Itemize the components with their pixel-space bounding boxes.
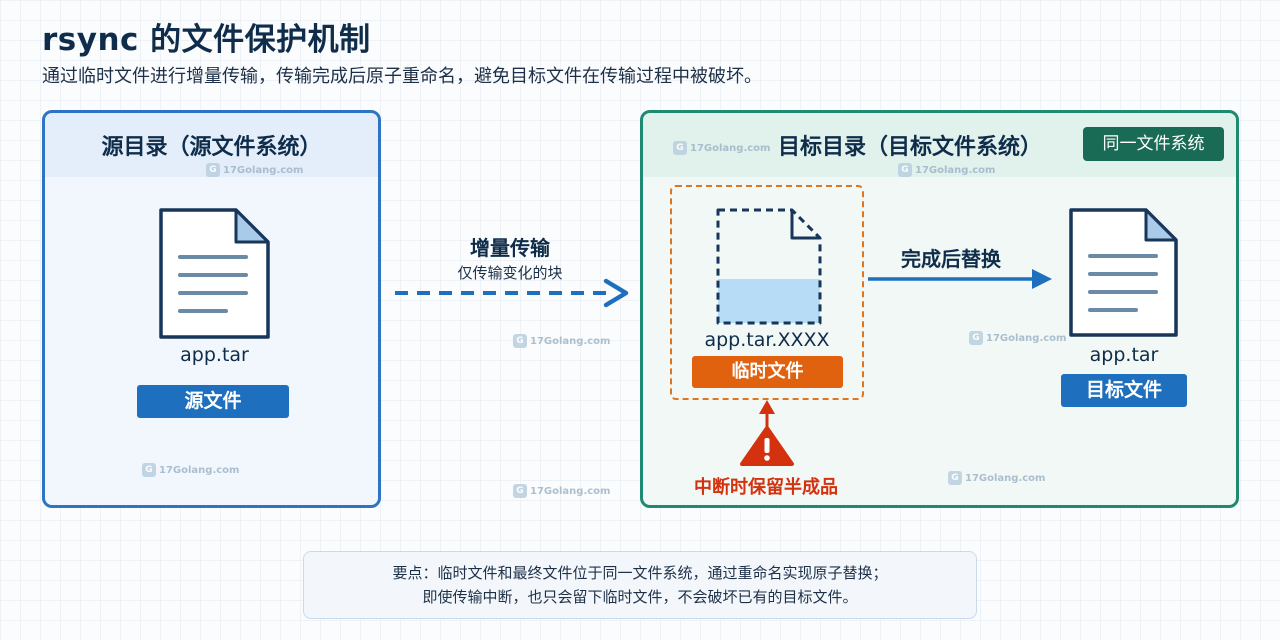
temp-file-name: app.tar.XXXX	[704, 329, 830, 351]
replace-arrow	[868, 269, 1052, 289]
warning-icon	[740, 426, 794, 466]
watermark-logo-icon: G	[898, 163, 912, 177]
watermark-logo-icon: G	[206, 163, 220, 177]
incremental-transfer-arrow	[395, 278, 629, 308]
interrupt-warning-label: 中断时保留半成品	[694, 477, 838, 498]
watermark-logo-icon: G	[969, 331, 983, 345]
target-panel-title: 目标目录（目标文件系统）	[778, 135, 1043, 160]
watermark-logo-icon: G	[513, 334, 527, 348]
watermark-logo-icon: G	[948, 471, 962, 485]
watermark-logo-icon: G	[673, 141, 687, 155]
temp-file-icon	[716, 208, 822, 325]
incremental-transfer-label: 增量传输	[470, 236, 550, 260]
warning-pointer-arrow	[759, 400, 775, 428]
temp-file-box	[670, 185, 864, 400]
source-file-name: app.tar	[180, 344, 249, 366]
note-line-1: 要点：临时文件和最终文件位于同一文件系统，通过重命名实现原子替换；	[392, 564, 888, 582]
page-subtitle: 通过临时文件进行增量传输，传输完成后原子重命名，避免目标文件在传输过程中被破坏。	[42, 66, 762, 87]
page-title: rsync 的文件保护机制	[42, 22, 371, 58]
source-panel-title: 源目录（源文件系统）	[101, 135, 322, 160]
target-file-tag: 目标文件	[1061, 374, 1187, 407]
watermark-logo-icon: G	[142, 463, 156, 477]
source-file-tag: 源文件	[137, 385, 289, 418]
temp-file-tag: 临时文件	[692, 356, 843, 388]
note-line-2: 即使传输中断，也只会留下临时文件，不会破坏已有的目标文件。	[422, 588, 858, 606]
same-filesystem-badge: 同一文件系统	[1083, 127, 1224, 161]
incremental-transfer-sublabel: 仅传输变化的块	[457, 264, 563, 282]
source-file-icon	[159, 208, 270, 339]
watermark-logo-icon: G	[513, 484, 527, 498]
target-file-name: app.tar	[1089, 344, 1159, 366]
target-file-icon	[1069, 208, 1178, 337]
replace-label: 完成后替换	[901, 247, 1001, 271]
key-point-note: 要点：临时文件和最终文件位于同一文件系统，通过重命名实现原子替换； 即使传输中断…	[303, 551, 977, 619]
